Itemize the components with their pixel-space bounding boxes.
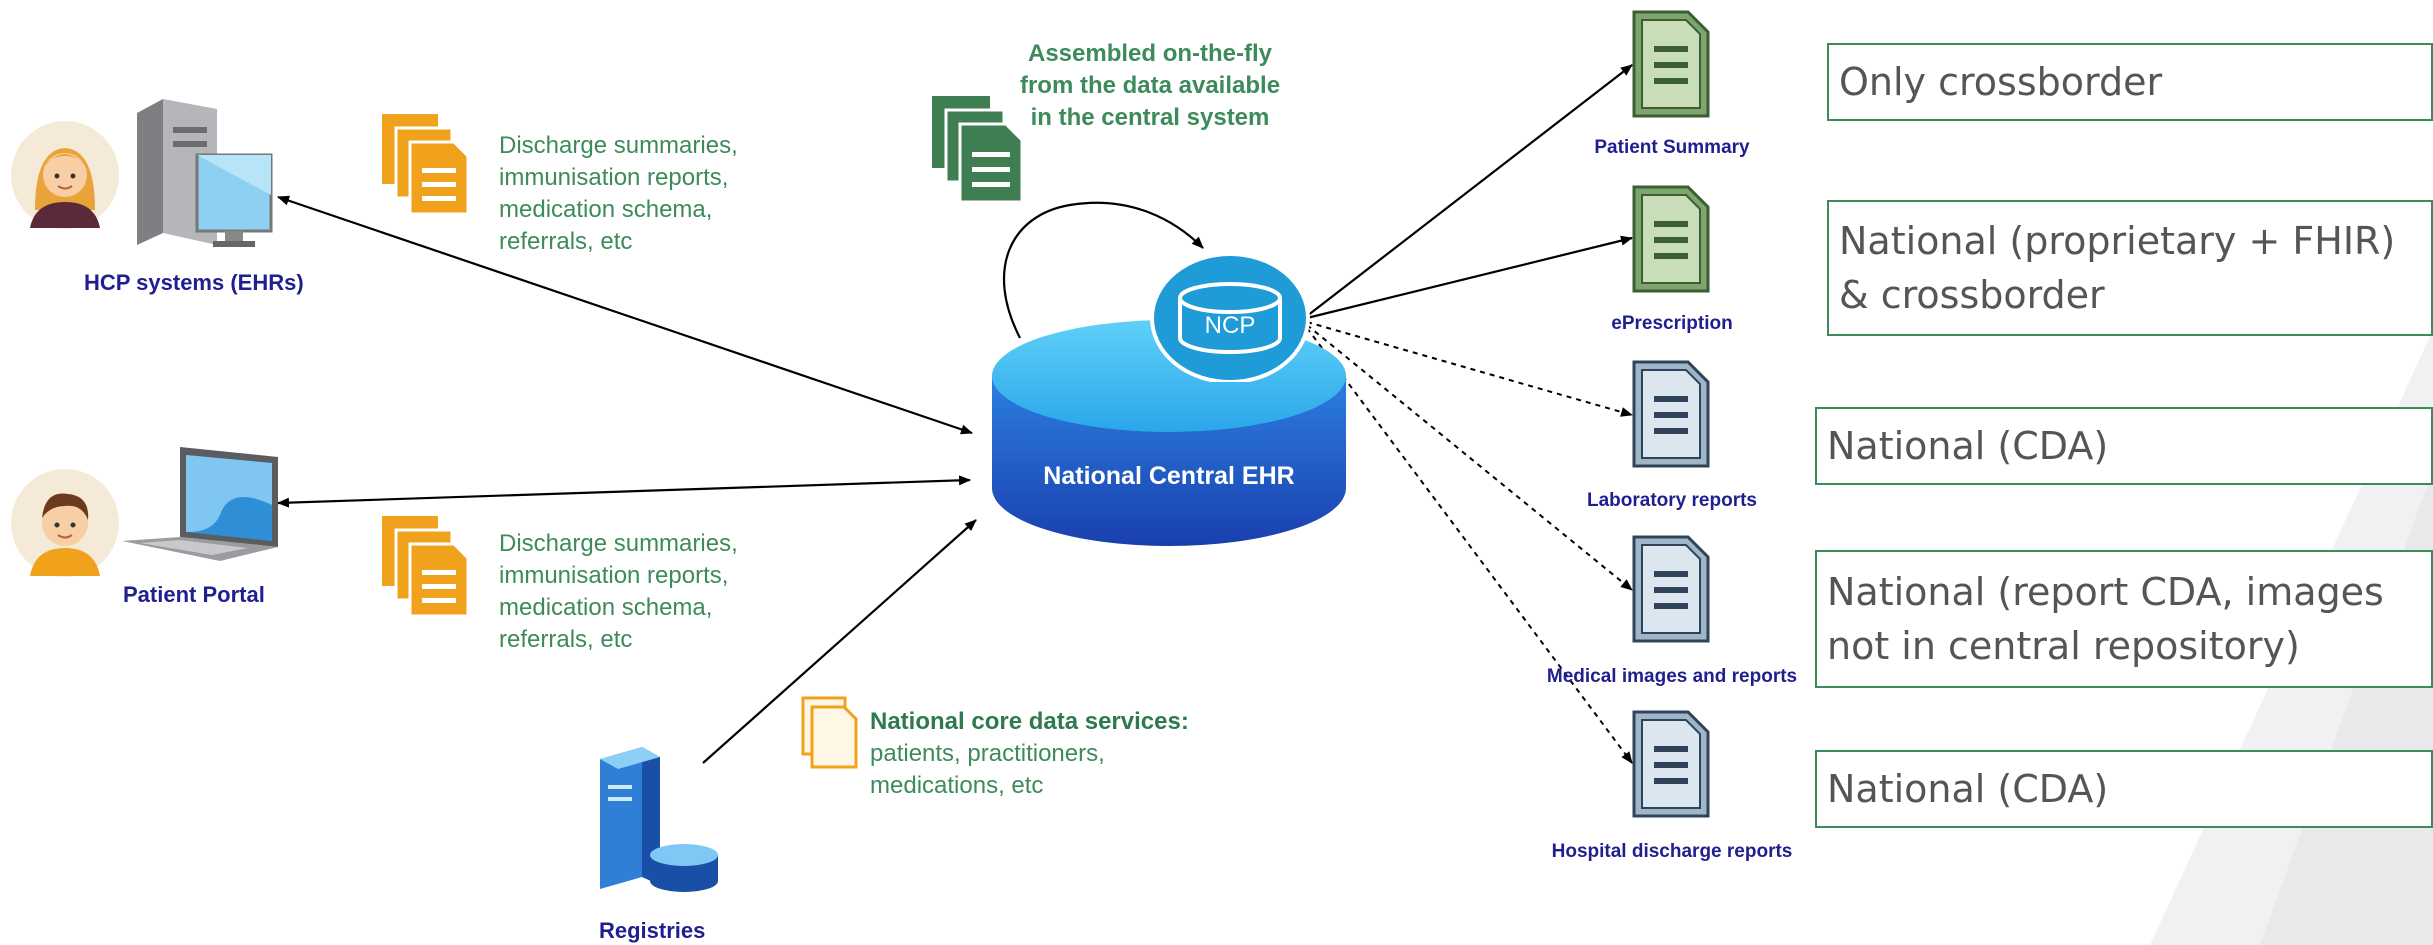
hospital-discharge-scope-box: National (CDA) [1815,750,2433,828]
medical-images-document-icon [1632,535,1710,643]
eprescription-label: ePrescription [1611,313,1733,334]
hcp-user-avatar [11,121,119,229]
eprescription-scope-box: National (proprietary + FHIR) & crossbor… [1827,200,2433,336]
registries-central-connector [702,519,977,764]
medical-images-scope-box: National (report CDA, images not in cent… [1815,550,2433,688]
assembled-documents-icon [932,96,1024,204]
scope-line: National (report CDA, images [1827,570,2384,614]
medical-images-label: Medical images and reports [1546,666,1798,687]
portal-central-connector [277,475,971,508]
registries-server-icon [600,747,718,892]
patient-summary-label: Patient Summary [1594,137,1750,158]
scope-line: not in central repository) [1827,624,2300,668]
patient-laptop-icon [122,447,278,561]
hcp-central-connector [277,195,973,435]
hospital-discharge-label: Hospital discharge reports [1551,841,1793,862]
ncp-patient-summary-connector [1306,64,1633,317]
hcp-note-line: immunisation reports, [499,164,729,191]
scope-line: National (CDA) [1827,424,2109,468]
ncp-eprescription-connector [1306,235,1633,320]
core-data-line: patients, practitioners, [870,740,1105,767]
portal-note-line: Discharge summaries, [499,530,738,557]
assembled-note: Assembled on-the-fly from the data avail… [990,38,1310,134]
core-data-line: medications, etc [870,772,1044,799]
hospital-discharge-document-icon [1632,710,1710,818]
core-data-document-icon [801,696,858,769]
assembled-note-line: from the data available [1019,72,1281,99]
hcp-documents-note: Discharge summaries, immunisation report… [499,130,738,258]
laboratory-reports-label: Laboratory reports [1587,490,1757,511]
hcp-systems-label: HCP systems (EHRs) [84,270,304,295]
central-images-connector [1306,324,1633,591]
scope-line: National (CDA) [1827,767,2109,811]
portal-documents-icon [382,516,470,618]
patient-summary-document-icon [1632,10,1710,118]
scope-line: Only crossborder [1839,60,2163,104]
scope-line: & crossborder [1839,273,2105,317]
ehr-computer-icon [137,99,273,247]
core-data-title: National core data services: [870,708,1189,735]
assembled-note-line: Assembled on-the-fly [1027,40,1273,67]
portal-note-line: referrals, etc [499,626,633,653]
ncp-label: NCP [1204,312,1256,339]
assembled-note-line: in the central system [1030,104,1270,131]
assembled-loop-connector [1002,201,1204,339]
patient-summary-scope-box: Only crossborder [1827,43,2433,121]
patient-avatar [11,469,119,577]
core-data-services-note: National core data services: patients, p… [870,706,1189,802]
portal-note-line: medication schema, [499,594,713,621]
hcp-note-line: Discharge summaries, [499,132,738,159]
central-discharge-connector [1306,327,1633,764]
hcp-note-line: medication schema, [499,196,713,223]
eprescription-document-icon [1632,185,1710,293]
laboratory-report-document-icon [1632,360,1710,468]
hcp-documents-icon [382,114,470,216]
scope-line: National (proprietary + FHIR) [1839,219,2396,263]
patient-portal-label: Patient Portal [123,582,265,607]
ncp-node-icon [1150,252,1310,382]
hcp-note-line: referrals, etc [499,228,633,255]
central-ehr-label: National Central EHR [1043,462,1295,490]
registries-label: Registries [599,918,706,943]
central-lab-connector [1306,321,1633,417]
laboratory-scope-box: National (CDA) [1815,407,2433,485]
portal-documents-note: Discharge summaries, immunisation report… [499,528,738,656]
portal-note-line: immunisation reports, [499,562,729,589]
